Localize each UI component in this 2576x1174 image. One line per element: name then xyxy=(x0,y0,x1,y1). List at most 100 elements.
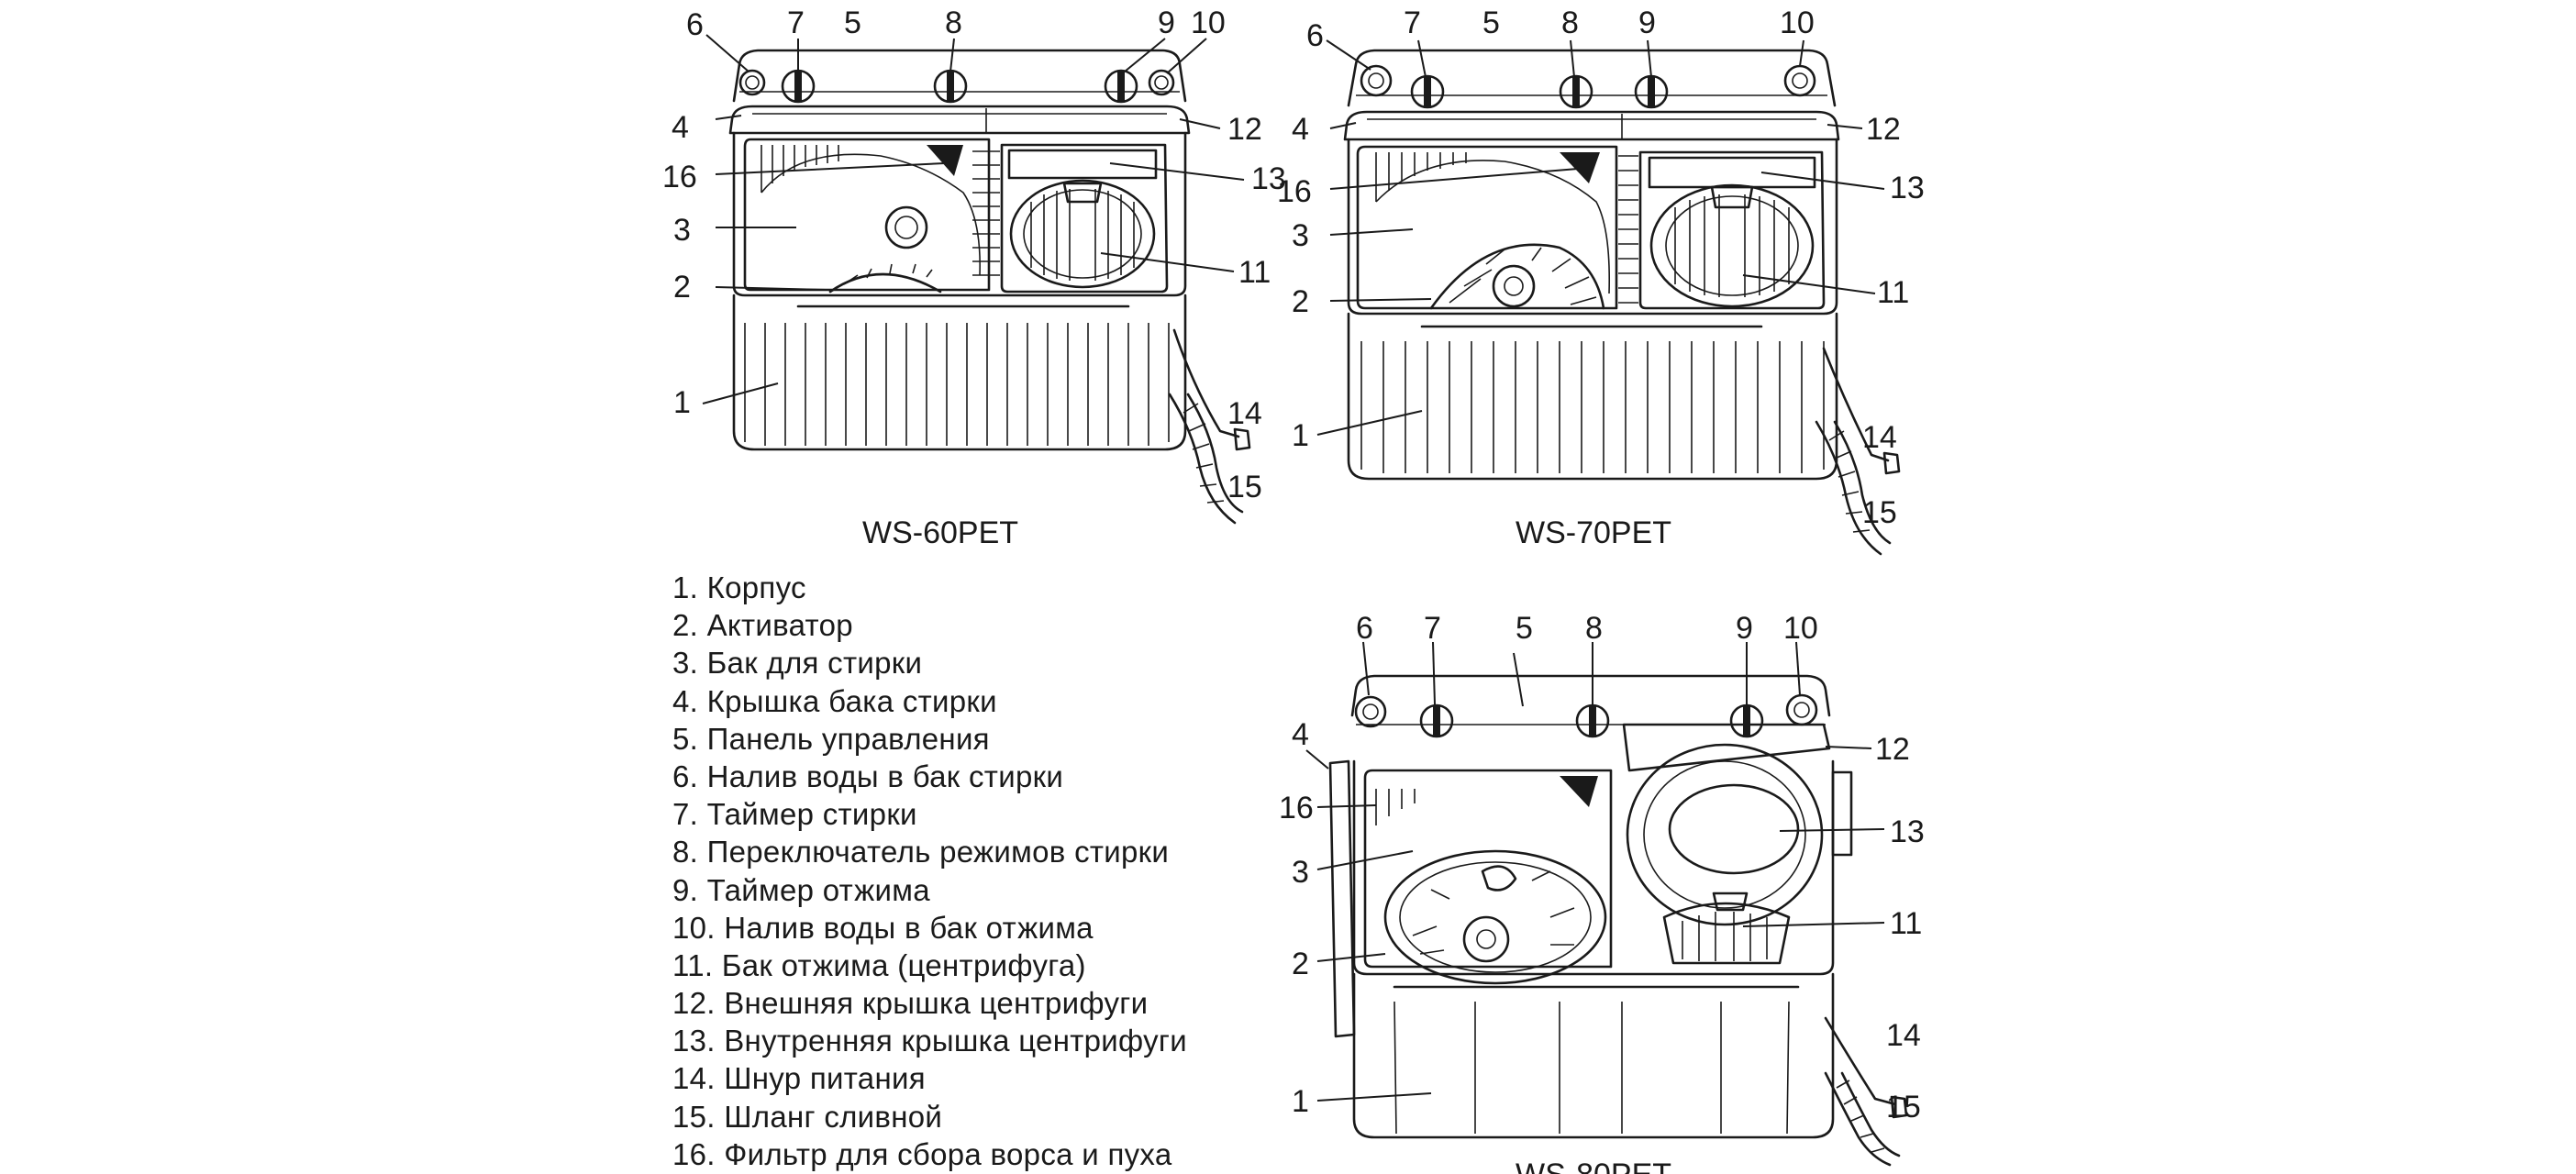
legend-item: 12. Внешняя крышка центрифуги xyxy=(672,986,1149,1021)
callout-4: 4 xyxy=(1292,112,1309,147)
callout-6: 6 xyxy=(686,7,704,42)
washer-ws70pet-drawing: 6 7 5 8 9 10 4 12 16 13 3 11 2 1 14 15 W… xyxy=(1277,6,1925,556)
callout-8: 8 xyxy=(1585,611,1603,646)
callout-leaders-ws80 xyxy=(1305,641,1885,1102)
legend-item: 8. Переключатель режимов стирки xyxy=(672,835,1170,869)
wash-timer-knob xyxy=(781,69,816,104)
callout-15: 15 xyxy=(1862,495,1897,530)
callout-13: 13 xyxy=(1890,171,1925,205)
legend-item: 1. Корпус xyxy=(672,570,806,604)
power-cord-ws60 xyxy=(1172,328,1240,438)
power-plug-ws60 xyxy=(1233,427,1251,451)
callout-5: 5 xyxy=(1516,611,1533,646)
legend-item: 16. Фильтр для сбора ворса и пуха xyxy=(672,1136,1172,1171)
wash-timer-knob xyxy=(1419,703,1454,738)
callout-1: 1 xyxy=(1292,418,1309,453)
fill-wash-knob xyxy=(1354,695,1387,728)
legend-item: 3. Бак для стирки xyxy=(672,646,923,681)
legend-item: 14. Шнур питания xyxy=(672,1061,926,1096)
callout-14: 14 xyxy=(1886,1018,1921,1053)
fill-spin-knob xyxy=(1783,64,1816,97)
callout-14: 14 xyxy=(1227,396,1262,431)
callout-3: 3 xyxy=(1292,218,1309,253)
callout-14: 14 xyxy=(1862,420,1897,455)
power-cord-ws70 xyxy=(1822,347,1890,462)
legend-item: 2. Активатор xyxy=(672,608,853,643)
callout-2: 2 xyxy=(673,270,691,305)
mode-switch-knob xyxy=(933,69,968,104)
callout-7: 7 xyxy=(1404,6,1421,40)
fill-spin-knob xyxy=(1785,693,1818,726)
callout-15: 15 xyxy=(1886,1090,1921,1124)
power-plug-ws70 xyxy=(1882,451,1901,475)
legend-item: 15. Шланг сливной xyxy=(672,1099,943,1134)
legend-item: 13. Внутренняя крышка центрифуги xyxy=(672,1024,1187,1058)
drain-hose-ws70 xyxy=(1815,420,1882,556)
lint-filter-ws70 xyxy=(1560,152,1600,183)
callout-10: 10 xyxy=(1780,6,1815,40)
agitator-ws70 xyxy=(1429,243,1605,310)
callout-12: 12 xyxy=(1227,112,1262,147)
model-label-ws70pet: WS-70PET xyxy=(1516,515,1671,550)
parts-legend: 1. Корпус 2. Активатор 3. Бак для стирки… xyxy=(672,569,1187,1173)
callout-9: 9 xyxy=(1158,6,1175,40)
callout-9: 9 xyxy=(1736,611,1753,646)
callout-16: 16 xyxy=(1279,791,1314,825)
body-ws60 xyxy=(732,294,1187,451)
callout-10: 10 xyxy=(1783,611,1818,646)
callout-13: 13 xyxy=(1251,161,1286,196)
callout-11: 11 xyxy=(1890,906,1922,941)
model-label-ws60pet: WS-60PET xyxy=(862,515,1018,550)
drain-hose-ws80 xyxy=(1824,1071,1892,1167)
washer-ws80pet-drawing: 6 7 5 8 9 10 4 12 16 13 3 11 2 1 14 15 W… xyxy=(1279,611,1925,1174)
legend-item: 4. Крышка бака стирки xyxy=(672,683,997,718)
drain-hose-ws60 xyxy=(1168,393,1237,525)
wash-lid-open-ws80 xyxy=(1328,759,1356,1038)
fill-spin-knob xyxy=(1148,69,1175,96)
callout-5: 5 xyxy=(1482,6,1500,40)
callout-1: 1 xyxy=(1292,1084,1309,1119)
callout-2: 2 xyxy=(1292,947,1309,981)
callout-leaders-ws60 xyxy=(702,34,1245,404)
callout-9: 9 xyxy=(1638,6,1656,40)
callout-7: 7 xyxy=(787,6,805,40)
wash-timer-knob xyxy=(1410,74,1445,109)
fill-wash-knob xyxy=(1360,64,1393,97)
callout-4: 4 xyxy=(672,110,689,145)
spin-timer-knob xyxy=(1729,703,1764,738)
spin-tub-ws80 xyxy=(1626,743,1853,965)
spin-timer-knob xyxy=(1104,69,1138,104)
callout-11: 11 xyxy=(1877,275,1909,310)
washer-ws60pet-drawing: 6 7 5 8 9 10 4 12 16 13 3 11 2 1 14 15 W… xyxy=(662,6,1286,550)
body-ws70 xyxy=(1347,312,1838,481)
callout-10: 10 xyxy=(1191,6,1226,40)
power-plug-ws80 xyxy=(1890,1095,1908,1119)
callout-leaders-ws70 xyxy=(1316,39,1885,436)
callout-16: 16 xyxy=(1277,174,1312,209)
callout-3: 3 xyxy=(1292,855,1309,890)
legend-item: 5. Панель управления xyxy=(672,721,990,756)
callout-16: 16 xyxy=(662,160,697,194)
spin-tub-ws70 xyxy=(1618,150,1826,310)
body-ws80 xyxy=(1352,972,1835,1139)
callout-8: 8 xyxy=(1561,6,1579,40)
spin-outer-lid-ws80 xyxy=(1622,723,1831,772)
callout-2: 2 xyxy=(1292,284,1309,319)
agitator-ws80 xyxy=(1383,849,1607,985)
power-cord-ws80 xyxy=(1824,1016,1897,1106)
legend-item: 7. Таймер стирки xyxy=(672,797,917,832)
callout-13: 13 xyxy=(1890,814,1925,849)
lint-filter-ws80 xyxy=(1560,776,1598,807)
callout-6: 6 xyxy=(1306,18,1324,53)
legend-item: 10. Налив воды в бак отжима xyxy=(672,910,1094,945)
callout-12: 12 xyxy=(1866,112,1901,147)
mode-switch-knob xyxy=(1559,74,1593,109)
legend-item: 11. Бак отжима (центрифуга) xyxy=(672,947,1086,982)
callout-5: 5 xyxy=(844,6,861,40)
fill-wash-knob xyxy=(738,69,766,96)
callout-6: 6 xyxy=(1356,611,1373,646)
model-label-ws80pet: WS-80PET xyxy=(1516,1157,1671,1174)
callout-7: 7 xyxy=(1424,611,1441,646)
legend-item: 6. Налив воды в бак стирки xyxy=(672,759,1064,793)
